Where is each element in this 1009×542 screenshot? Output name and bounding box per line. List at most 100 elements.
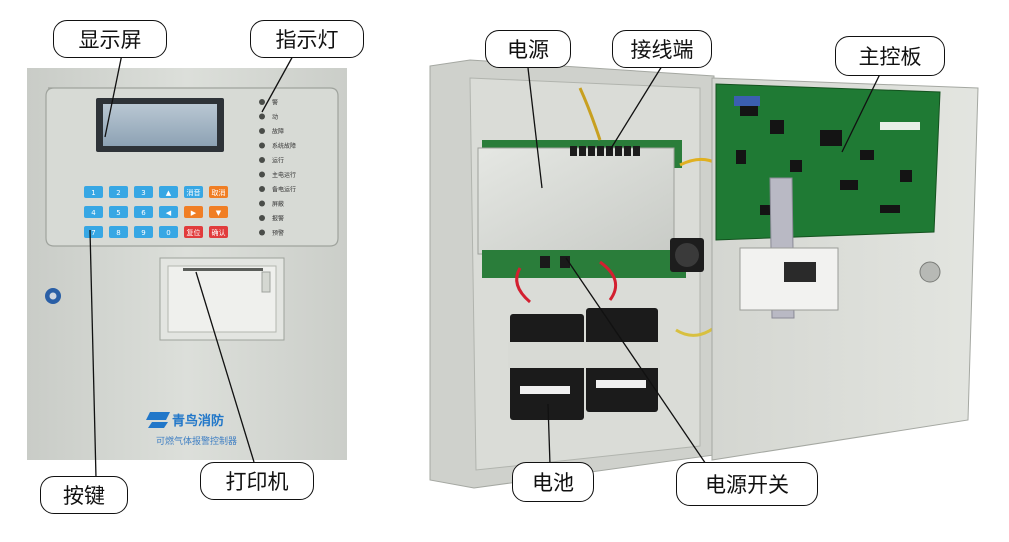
- battery-label-2: [596, 380, 646, 388]
- indicator-led: [259, 171, 265, 178]
- indicator-text: 屏蔽: [272, 200, 284, 208]
- printer-paper-slot: [183, 268, 263, 271]
- terminal-screw: [579, 146, 586, 156]
- label-mainboard: 主控板: [835, 36, 945, 76]
- indicator-led: [259, 128, 265, 134]
- pcb-bottom-strip: [482, 250, 686, 278]
- keypad-key-label: 复位: [187, 228, 201, 237]
- indicator-text: 备电运行: [272, 186, 296, 194]
- printer-button: [261, 271, 271, 293]
- indicator-led: [259, 157, 265, 163]
- keypad-key[interactable]: [209, 206, 228, 218]
- leader-printer: [195, 271, 255, 463]
- indicator-text: 预警: [272, 229, 284, 237]
- leader-battery: [547, 403, 551, 466]
- indicator-text: 报警: [272, 215, 284, 223]
- terminal-screw: [588, 146, 595, 156]
- label-power: 电源: [485, 30, 571, 68]
- relay-module-label: [784, 262, 816, 282]
- red-wire-2: [599, 260, 618, 301]
- keypad-key-label: ▲: [166, 189, 172, 197]
- keypad-key[interactable]: [134, 186, 153, 198]
- battery-label: [520, 386, 570, 394]
- printer-cover: [167, 265, 277, 333]
- keypad-key[interactable]: [84, 186, 103, 198]
- keypad-key[interactable]: [159, 226, 178, 238]
- keypad-key[interactable]: [159, 206, 178, 218]
- leader-indicator: [261, 53, 295, 113]
- keypad-key[interactable]: [159, 186, 178, 198]
- keypad-key-label: 3: [141, 189, 145, 197]
- terminal-screw: [606, 146, 613, 156]
- power-switch-part: [540, 256, 550, 268]
- board-chip: [736, 150, 746, 164]
- keypad-key[interactable]: [184, 186, 203, 198]
- keypad-key[interactable]: [209, 226, 228, 238]
- board-chip: [880, 205, 900, 213]
- indicator-led: [259, 200, 265, 207]
- keypad-key-label: ▼: [216, 209, 222, 217]
- indicator-led: [259, 142, 265, 149]
- keypad-key-label: 2: [116, 189, 120, 197]
- board-chip: [820, 130, 842, 146]
- indicator-led: [259, 113, 265, 120]
- keypad-key[interactable]: [109, 186, 128, 198]
- power-supply-unit: [477, 147, 675, 255]
- indicator-led: [259, 186, 265, 192]
- board-chip: [900, 170, 912, 182]
- indicator-text: 运行: [272, 157, 284, 165]
- keypad-key-label: 5: [116, 209, 120, 217]
- terminal-screw: [633, 146, 640, 156]
- indicator-text: 警: [272, 99, 278, 107]
- keypad-key-label: 取消: [212, 188, 226, 197]
- leader-lines: [89, 53, 881, 479]
- terminal-screw: [615, 146, 622, 156]
- keypad-key[interactable]: [184, 206, 203, 218]
- board-components: [734, 96, 912, 215]
- board-chip: [740, 104, 758, 116]
- keypad-key[interactable]: [209, 186, 228, 198]
- keypad-key[interactable]: [184, 226, 203, 238]
- label-battery: 电池: [512, 462, 594, 502]
- label-keys: 按键: [40, 476, 128, 514]
- indicator-text: 故障: [272, 128, 284, 136]
- keypad-key-label: 0: [166, 229, 170, 237]
- brand-logo-icon: [146, 412, 170, 428]
- keypad-key[interactable]: [134, 206, 153, 218]
- keypad-key[interactable]: [134, 226, 153, 238]
- board-chip: [790, 160, 802, 172]
- indicator-led: [259, 99, 265, 105]
- keypad-key-label: ▶: [191, 209, 197, 217]
- board-chip: [770, 120, 784, 134]
- label-printer: 打印机: [200, 462, 314, 500]
- board-chip: [860, 150, 874, 160]
- key-lock-core: [49, 292, 57, 300]
- terminal-screw: [570, 146, 577, 156]
- board-chip: [840, 180, 858, 190]
- board-chip: [760, 205, 776, 215]
- keypad-key-label: 4: [91, 209, 96, 217]
- label-terminal: 接线端: [612, 30, 712, 68]
- brand-name: 青鸟消防: [172, 413, 224, 429]
- label-display: 显示屏: [53, 20, 167, 58]
- indicator-led: [259, 215, 265, 221]
- board-label: [880, 122, 920, 130]
- power-switch-part-2: [560, 256, 570, 268]
- keypad-key[interactable]: [109, 226, 128, 238]
- keypad-key[interactable]: [84, 206, 103, 218]
- terminal-block: [570, 146, 640, 156]
- terminal-screw: [624, 146, 631, 156]
- leader-power-switch: [565, 257, 711, 471]
- terminal-screw: [597, 146, 604, 156]
- leader-terminal: [609, 65, 663, 151]
- label-indicator: 指示灯: [250, 20, 364, 58]
- lcd-screen: [103, 104, 217, 146]
- keypad-key[interactable]: [109, 206, 128, 218]
- keypad-key[interactable]: [84, 226, 103, 238]
- supply-wire: [578, 87, 602, 141]
